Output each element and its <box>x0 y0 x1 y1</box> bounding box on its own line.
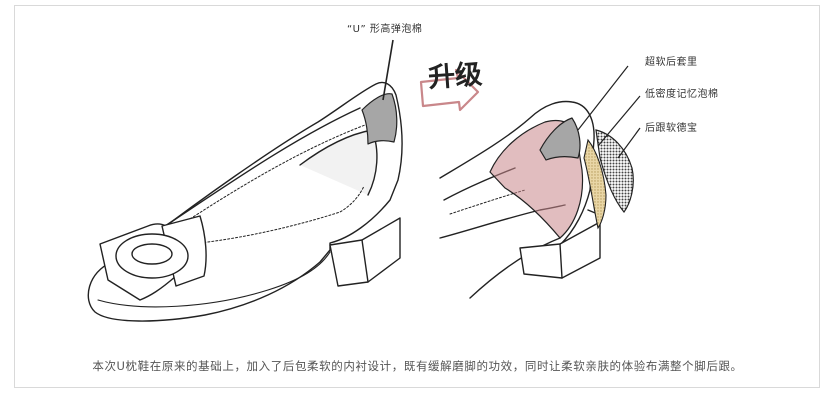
left-shoe <box>87 81 403 322</box>
u-foam-leader <box>382 39 394 101</box>
caption-text: 本次U枕鞋在原来的基础上，加入了后包柔软的内衬设计，既有缓解磨脚的功效，同时让柔… <box>92 359 743 373</box>
pad-leader <box>617 127 641 159</box>
upgrade-label: 升级 <box>427 59 484 94</box>
right-shoe-body <box>439 100 601 261</box>
right-memory-foam <box>583 138 607 230</box>
right-u-foam <box>539 117 581 161</box>
upgrade-arrow <box>419 68 480 112</box>
right-heel-pad <box>595 129 634 213</box>
diagram-frame <box>14 5 820 388</box>
u-foam-label: “U” 形高弹泡棉 <box>347 24 423 35</box>
heel-pad-label: 后跟软德宝 <box>645 123 698 134</box>
foam-leader <box>597 95 641 147</box>
super-soft-lining-label: 超软后套里 <box>645 57 698 68</box>
low-density-foam-label: 低密度记忆泡棉 <box>645 89 719 100</box>
right-shoe <box>439 100 601 299</box>
lining-leader <box>577 65 629 131</box>
